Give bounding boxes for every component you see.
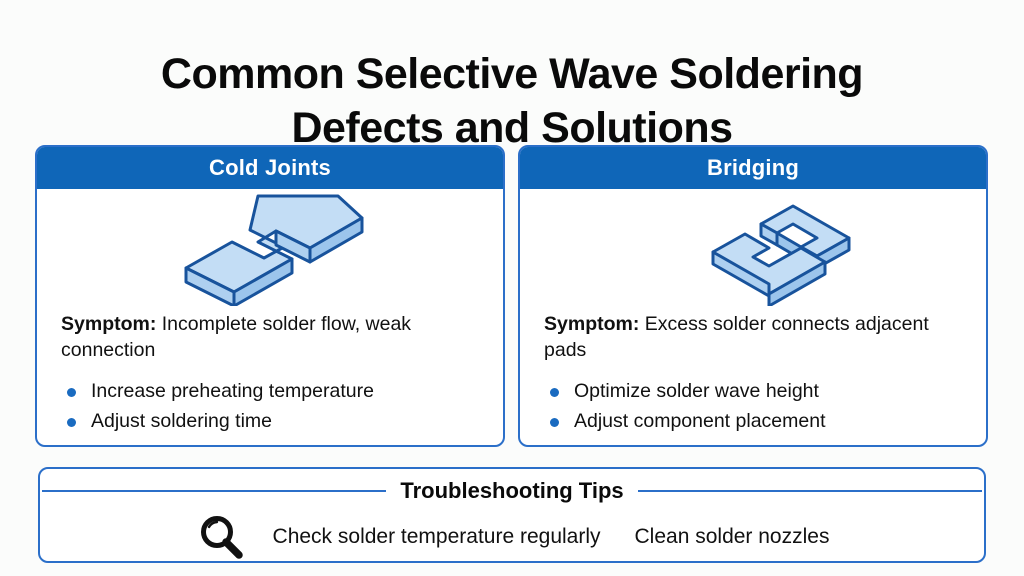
tips-divider-left xyxy=(42,490,387,492)
stepped-solder-joint-icon xyxy=(184,194,364,306)
illustration-bridging xyxy=(520,189,986,311)
tips-divider-right xyxy=(637,490,983,492)
card-header-bridging: Bridging xyxy=(520,147,986,189)
solution-list-cold-joints: Increase preheating temperature Adjust s… xyxy=(61,377,479,436)
page-title-line-1: Common Selective Wave Soldering xyxy=(160,49,864,98)
bullet-icon xyxy=(67,417,76,427)
defect-card-cold-joints: Cold Joints Symptom: Incomplete solder f… xyxy=(35,145,505,447)
solution-label: Increase preheating temperature xyxy=(91,380,374,403)
illustration-cold-joints xyxy=(37,189,503,311)
card-body-bridging: Symptom: Excess solder connects adjacent… xyxy=(520,311,986,437)
card-header-label: Cold Joints xyxy=(209,155,331,180)
tips-row: Check solder temperature regularly Clean… xyxy=(40,513,984,561)
tip-text-2: Clean solder nozzles xyxy=(634,525,830,548)
list-item: Adjust soldering time xyxy=(61,407,479,437)
solution-list-bridging: Optimize solder wave height Adjust compo… xyxy=(544,377,962,436)
card-body-cold-joints: Symptom: Incomplete solder flow, weak co… xyxy=(37,311,503,437)
card-header-label: Bridging xyxy=(706,155,800,180)
tips-heading-row: Troubleshooting Tips xyxy=(40,469,984,513)
solution-label: Adjust soldering time xyxy=(91,409,273,432)
tips-title: Troubleshooting Tips xyxy=(400,478,624,503)
list-item: Adjust component placement xyxy=(544,407,962,437)
bridged-pads-icon xyxy=(711,204,851,306)
symptom-text: Incomplete solder flow, weak connection xyxy=(61,313,412,362)
card-header-cold-joints: Cold Joints xyxy=(37,147,503,189)
symptom-label: Symptom: xyxy=(61,313,157,335)
troubleshooting-tips-panel: Troubleshooting Tips Check solder temper… xyxy=(38,467,986,563)
list-item: Increase preheating temperature xyxy=(61,377,479,407)
symptom-cold-joints: Symptom: Incomplete solder flow, weak co… xyxy=(61,311,479,363)
bullet-icon xyxy=(550,417,559,427)
bullet-icon xyxy=(550,388,559,398)
symptom-bridging: Symptom: Excess solder connects adjacent… xyxy=(544,311,962,363)
list-item: Optimize solder wave height xyxy=(544,377,962,407)
solution-label: Optimize solder wave height xyxy=(574,380,819,403)
bullet-icon xyxy=(67,388,76,398)
defect-card-bridging: Bridging xyxy=(518,145,988,447)
symptom-text: Excess solder connects adjacent pads xyxy=(544,313,929,362)
page-title-line-2: Defects and Solutions xyxy=(291,103,733,152)
page-title: Common Selective Wave Soldering Defects … xyxy=(0,47,1024,155)
tip-text-1: Check solder temperature regularly xyxy=(272,525,601,548)
symptom-label: Symptom: xyxy=(544,313,640,335)
magnifier-icon xyxy=(200,516,243,559)
solution-label: Adjust component placement xyxy=(574,409,826,432)
